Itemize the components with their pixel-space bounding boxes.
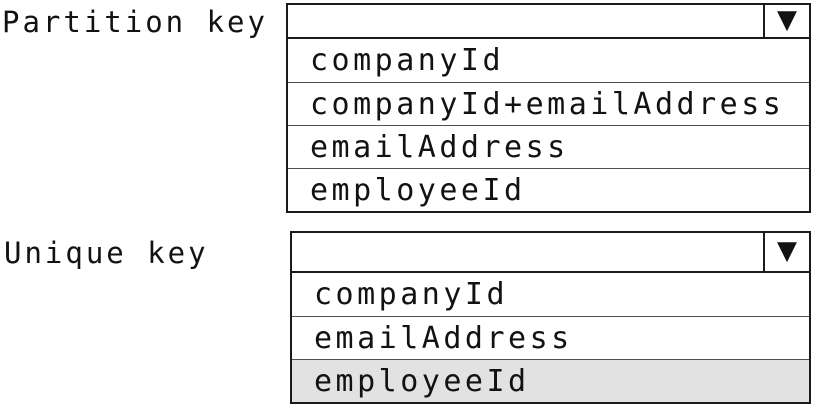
caret-down-icon: ▼ (777, 236, 797, 266)
partition-key-options-list: companyId companyId+emailAddress emailAd… (288, 39, 809, 211)
unique-key-selected-value (292, 233, 763, 271)
option-company-id-email-address[interactable]: companyId+emailAddress (288, 82, 809, 125)
unique-key-dropdown-button[interactable]: ▼ (763, 233, 809, 271)
option-email-address[interactable]: emailAddress (288, 125, 809, 168)
option-company-id[interactable]: companyId (288, 39, 809, 82)
option-employee-id[interactable]: employeeId (288, 168, 809, 211)
partition-key-dropdown: ▼ companyId companyId+emailAddress email… (286, 3, 811, 213)
partition-key-label: Partition key (2, 5, 268, 39)
partition-key-dropdown-button[interactable]: ▼ (763, 5, 809, 37)
option-company-id[interactable]: companyId (292, 273, 809, 316)
caret-down-icon: ▼ (777, 5, 797, 35)
option-employee-id-highlighted[interactable]: employeeId (292, 359, 809, 402)
unique-key-dropdown: ▼ companyId emailAddress employeeId (290, 231, 811, 404)
partition-key-combobox[interactable]: ▼ (288, 5, 809, 39)
partition-key-selected-value (288, 5, 763, 37)
unique-key-label: Unique key (4, 236, 209, 270)
unique-key-options-list: companyId emailAddress employeeId (292, 273, 809, 402)
option-email-address[interactable]: emailAddress (292, 316, 809, 359)
unique-key-combobox[interactable]: ▼ (292, 233, 809, 273)
